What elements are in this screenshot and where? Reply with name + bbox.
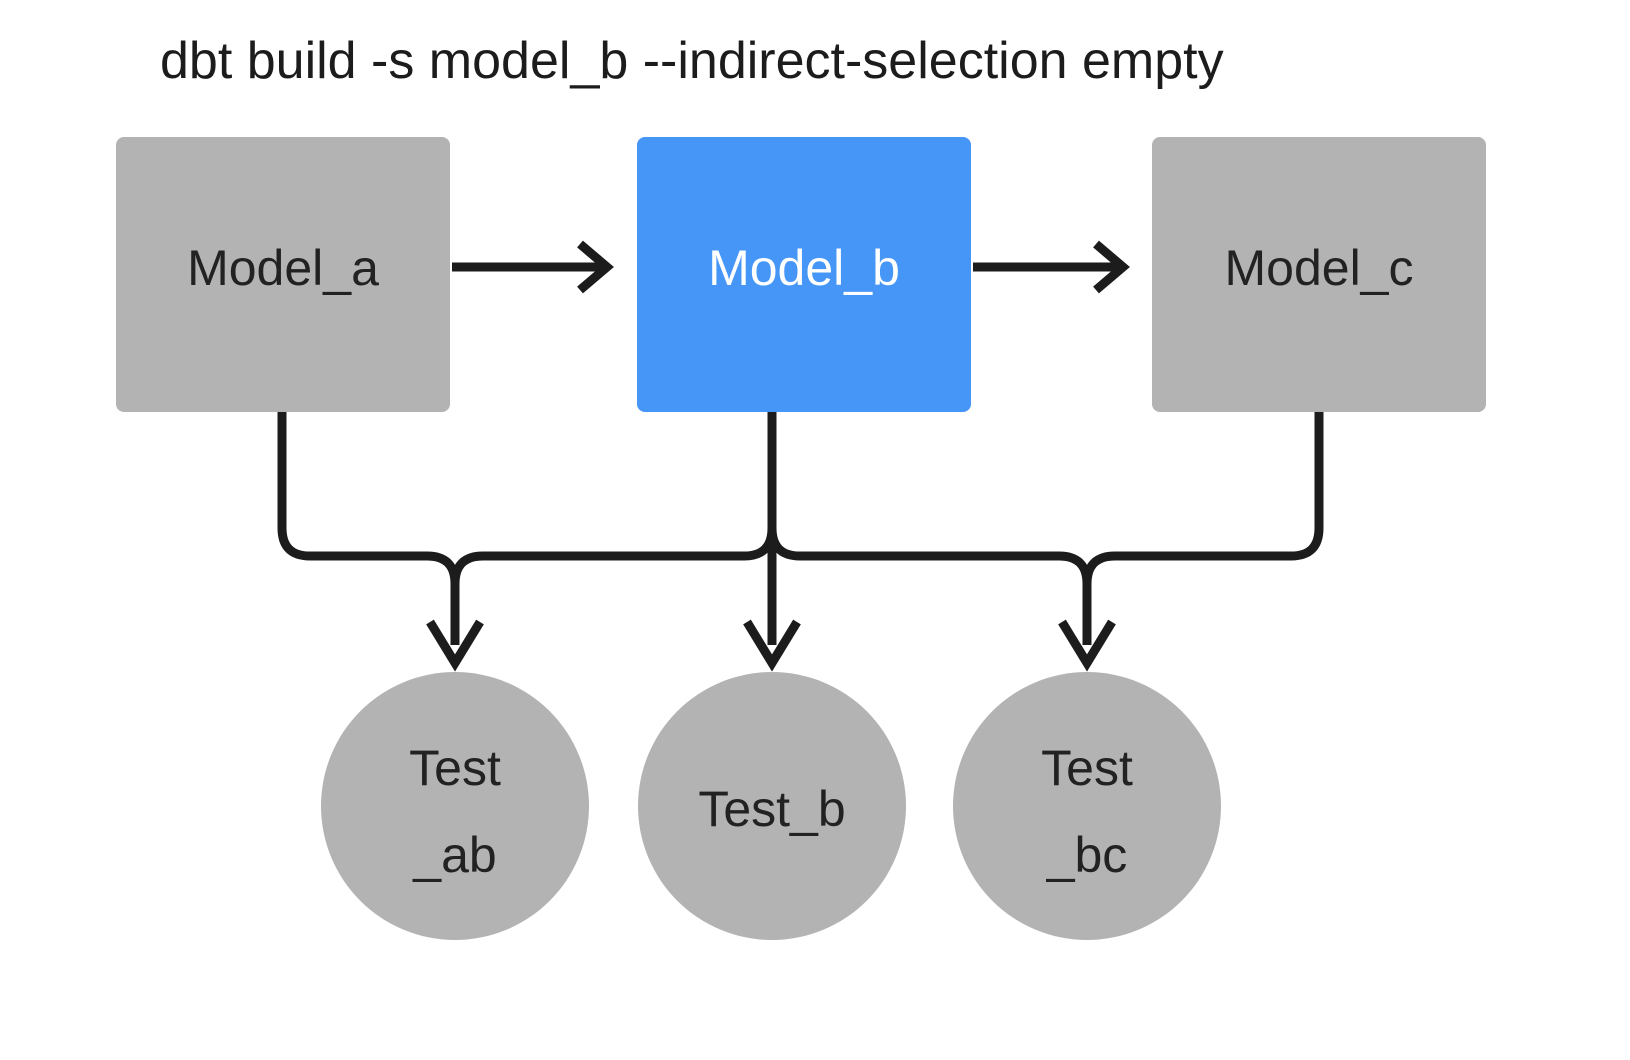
model-node-layer: Model_a Model_b Model_c [116,137,1486,412]
node-model-a-shape[interactable] [116,137,450,412]
node-model-b-label: Model_b [708,240,900,296]
edge-model-b-to-test-bc [767,412,1116,672]
test-node-layer: Test _ab Test_b Test _bc [321,672,1221,940]
edge-model-a-to-test-ab [277,412,484,672]
node-test-ab[interactable]: Test _ab [321,672,589,940]
edge-model-b-to-model-c [973,240,1130,294]
node-model-a[interactable]: Model_a [116,137,450,412]
node-model-c-shape[interactable] [1152,137,1486,412]
node-test-b-label-line1: Test_b [698,781,845,837]
node-test-bc-label-line2: _bc [1046,827,1128,883]
node-test-b-shape[interactable] [638,672,906,940]
node-test-bc[interactable]: Test _bc [953,672,1221,940]
node-model-c-label: Model_c [1225,240,1414,296]
node-model-b[interactable]: Model_b [637,137,971,412]
node-test-ab-label-line2: _ab [412,827,496,883]
node-test-ab-label-line1: Test [409,740,501,796]
node-model-a-label: Model_a [187,240,379,296]
edge-model-a-to-model-b [452,240,614,294]
edge-model-b-to-test-ab [450,412,777,585]
diagram-title: dbt build -s model_b --indirect-selectio… [160,32,1224,90]
node-test-ab-shape[interactable] [321,672,589,940]
node-model-c[interactable]: Model_c [1152,137,1486,412]
node-test-bc-shape[interactable] [953,672,1221,940]
node-model-b-shape[interactable] [637,137,971,412]
node-test-bc-label-line1: Test [1041,740,1133,796]
node-test-b[interactable]: Test_b [638,672,906,940]
edge-model-c-to-test-bc [1082,412,1324,585]
edge-layer [277,240,1324,672]
